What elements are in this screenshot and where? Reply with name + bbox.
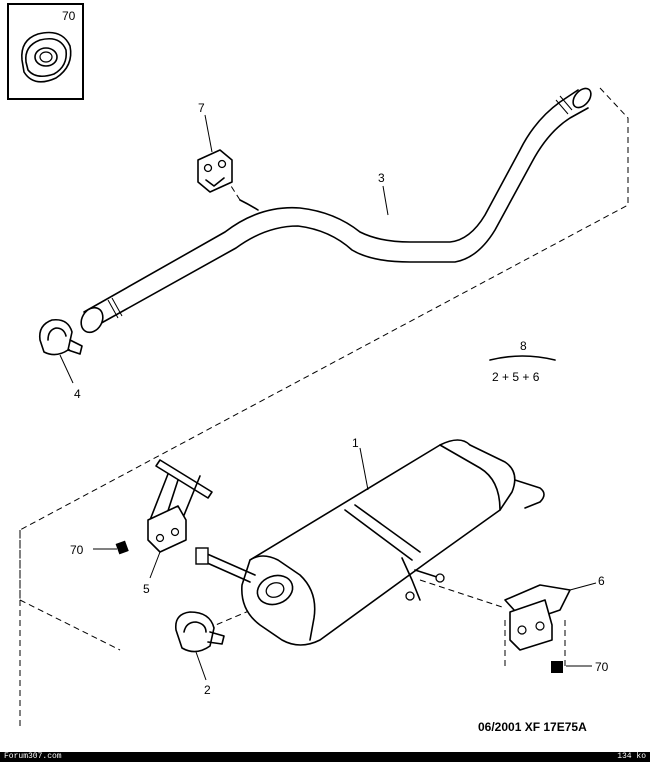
site-watermark: Forum307.com [4, 752, 62, 761]
nut-icon [21, 31, 72, 83]
muffler-part [195, 439, 545, 646]
callout-2: 2 [204, 683, 211, 697]
set-contents: 2 + 5 + 6 [492, 370, 540, 384]
nut-left-icon [115, 540, 129, 555]
diagram-reference-caption: 06/2001 XF 17E75A [478, 720, 587, 734]
callout-70-left: 70 [70, 543, 84, 557]
nut-right-icon [551, 661, 563, 673]
pipe-hanger-part [197, 149, 233, 193]
set-number: 8 [520, 339, 527, 353]
inset-label: 70 [62, 9, 76, 23]
clamp-front-part [38, 318, 83, 356]
callout-6: 6 [598, 574, 605, 588]
kit-set-legend: 8 2 + 5 + 6 [489, 339, 556, 384]
callout-70-right: 70 [595, 660, 609, 674]
intermediate-pipe [80, 87, 592, 334]
file-size-label: 134 ko [617, 752, 646, 761]
callout-5: 5 [143, 582, 150, 596]
callout-7: 7 [198, 101, 205, 115]
footer-bar [0, 752, 650, 762]
leader-lines [59, 114, 597, 681]
callout-3: 3 [378, 171, 385, 185]
inset-box: 70 [7, 3, 84, 100]
callout-1: 1 [352, 436, 359, 450]
right-mount-part [504, 584, 571, 651]
callout-4: 4 [74, 387, 81, 401]
clamp-rear-part [174, 611, 225, 653]
rear-mount-part [147, 459, 213, 553]
